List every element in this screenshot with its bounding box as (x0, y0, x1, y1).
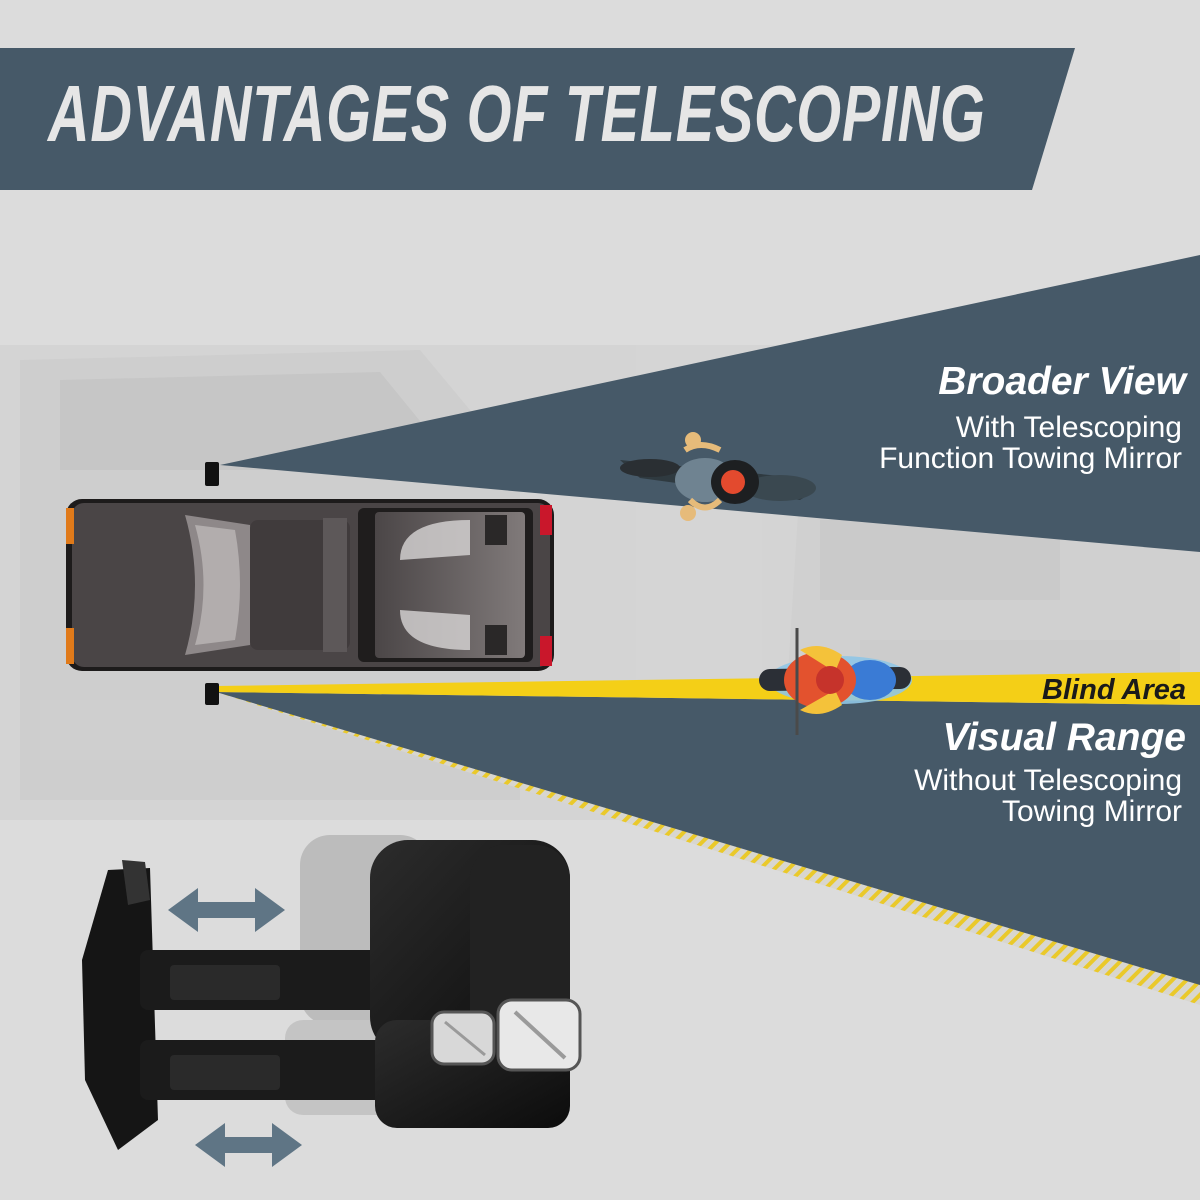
page-title: ADVANTAGES OF TELESCOPING (48, 69, 986, 158)
telescoping-towing-mirror (82, 835, 582, 1150)
broader-view-line2: Function Towing Mirror (879, 442, 1182, 475)
broader-view-line1: With Telescoping (955, 411, 1182, 444)
double-arrow-icon (168, 888, 302, 1167)
motorcycle-rider-blind (759, 628, 912, 735)
visual-range-cone (216, 692, 1200, 985)
visual-range-line1: Without Telescoping (914, 764, 1182, 797)
visual-range-heading: Visual Range (942, 716, 1186, 759)
blind-area-label: Blind Area (1042, 674, 1186, 706)
blind-area-band (216, 672, 1200, 705)
visual-range-line2: Towing Mirror (1001, 795, 1182, 828)
truck-top-view (66, 462, 554, 705)
broader-view-cone (220, 255, 1200, 552)
motorcycle-rider-top (620, 432, 816, 521)
broader-view-heading: Broader View (938, 360, 1186, 403)
title-banner (0, 48, 1075, 190)
